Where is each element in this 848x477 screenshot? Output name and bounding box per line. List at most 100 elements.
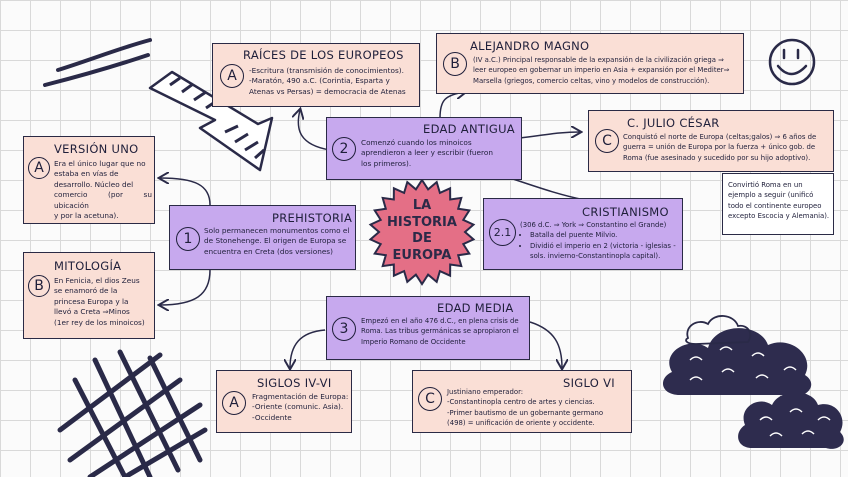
text-line: -Oriente (comunic. Asia). [252, 402, 344, 412]
edad-antigua-text: Comenzó cuando los minoicos aprendieron … [361, 138, 521, 169]
text-line: -Escritura (transmisión de conocimientos… [249, 66, 404, 75]
text-line: y por la acetuna). [54, 211, 119, 221]
cloud-doodle-3 [685, 315, 752, 345]
julio-cesar-text: Conquistó el norte de Europa (celtas;gal… [623, 132, 833, 163]
siglos-iv-vi-text: Fragmentación de Europa: -Oriente (comun… [252, 392, 351, 423]
siglo-vi-box: SIGLO VI C Justiniano emperador: -Consta… [412, 370, 632, 433]
text-line: -Maratón, 490 a.C. (Corintia, Esparta y [249, 76, 390, 86]
text-line: (498) = unificación de oriente y occiden… [447, 419, 595, 428]
arrow-prehistoria-to-version [160, 178, 211, 206]
center-title: LA HISTORIA DE EUROPA [381, 198, 463, 264]
roma-note-box: Convirtió Roma en un ejemplo a seguir (u… [722, 173, 834, 235]
arrow-prehistoria-to-mitologia [160, 269, 211, 305]
edad-antigua-title: EDAD ANTIGUA [423, 122, 515, 136]
siglos-iv-vi-badge: A [222, 391, 246, 415]
text-line: llevó a Creta ⇒Minos [54, 307, 130, 317]
cristianismo-box: CRISTIANISMO 2.1 (306 d.C. ⇒ York ⇒ Cons… [483, 198, 683, 270]
edad-media-title: EDAD MEDIA [437, 301, 514, 315]
text-line: los primeros). [361, 158, 412, 168]
text-line: de Stonehenge. El origen de Europa se [204, 236, 347, 246]
text-line: Imperio Romano de Occidente [361, 337, 466, 346]
version-uno-box: VERSIÓN UNO A Era el único lugar que no … [23, 136, 155, 224]
mitologia-badge: B [28, 275, 50, 297]
julio-cesar-title: C. JULIO CÉSAR [627, 116, 720, 130]
text-line: comercio (por su ubicación [54, 190, 152, 210]
text-line: Atenas vs Persas) = democracia de Atenas [249, 86, 406, 96]
text-line: Convirtió Roma en un [728, 181, 803, 189]
siglos-iv-vi-title: SIGLOS IV-VI [257, 376, 332, 390]
alejandro-badge: B [443, 52, 467, 76]
list-item: Batalla del puente Milvio. [530, 230, 682, 240]
text-line: aprendieron a leer y escribir (fueron [361, 148, 493, 158]
cloud-doodle-1 [662, 328, 812, 396]
line-antigua-to-cristianismo [509, 177, 586, 201]
text-line: (IV a.C.) Principal responsable de la ex… [473, 56, 724, 64]
text-line: Roma. Las tribus germánicas se apropiaro… [361, 327, 519, 336]
siglo-vi-text: Justiniano emperador: -Constantinopla ce… [447, 387, 631, 429]
version-uno-badge: A [28, 157, 50, 179]
edad-antigua-box: EDAD ANTIGUA 2 Comenzó cuando los minoic… [326, 117, 522, 180]
text-line: se enamoró de la [54, 286, 118, 296]
text-line: -Primer bautismo de un gobernante german… [447, 408, 604, 417]
smiley-doodle [768, 38, 816, 86]
text-line: Roma (fue asesinado y sucedido por su hi… [623, 153, 811, 162]
prehistoria-text: Solo permanecen monumentos como el de St… [204, 226, 355, 257]
edad-media-box: EDAD MEDIA 3 Empezó en el año 476 d.C., … [326, 296, 530, 360]
cloud-doodle-2 [738, 392, 844, 449]
arrow-media-to-siglo-vi [529, 321, 562, 368]
center-star-shape [368, 178, 476, 286]
text-line: Justiniano emperador: [447, 388, 524, 396]
list-item: sols. invierno-Constantinopla capital). [530, 252, 661, 261]
julio-cesar-box: C. JULIO CÉSAR C Conquistó el norte de E… [588, 110, 834, 172]
text-line: Comenzó cuando los minoicos [361, 138, 472, 147]
raices-box: RAÍCES DE LOS EUROPEOS A -Escritura (tra… [212, 43, 420, 107]
text-line: Era el único lugar que no [54, 159, 146, 168]
raices-badge: A [220, 64, 244, 88]
edad-media-text: Empezó en el año 476 d.C., en plena cris… [361, 316, 529, 347]
edad-media-badge: 3 [332, 317, 356, 341]
doodle-stroke-2 [43, 53, 150, 87]
prehistoria-badge: 1 [176, 227, 200, 251]
center-title-line: HISTORIA [387, 214, 457, 230]
center-title-line: DE [412, 231, 432, 246]
cristianismo-text: (306 d.C. ⇒ York ⇒ Constantino el Grande… [520, 220, 682, 262]
text-line: estaba en vías de [54, 169, 119, 179]
arrow-antigua-to-cesar [519, 132, 580, 139]
mitologia-title: MITOLOGÍA [54, 259, 122, 273]
prehistoria-title: PREHISTORIA [272, 211, 353, 225]
mitologia-text: En Fenicia, el dios Zeus se enamoró de l… [54, 276, 152, 328]
version-uno-text: Era el único lugar que no estaba en vías… [54, 159, 152, 221]
arrow-antigua-to-alejandro [439, 92, 465, 119]
text-line: todo el continente europeo [728, 201, 822, 210]
text-line: guerra = unión de Europa por la fuerza +… [623, 143, 816, 152]
center-title-line: LA [412, 198, 432, 213]
cristianismo-badge: 2.1 [489, 219, 516, 246]
raices-title: RAÍCES DE LOS EUROPEOS [243, 48, 404, 62]
text-line: leer europeo en gobernar un imperio en A… [473, 66, 730, 75]
siglo-vi-title: SIGLO VI [563, 376, 615, 390]
siglos-iv-vi-box: SIGLOS IV-VI A Fragmentación de Europa: … [216, 370, 352, 433]
text-line: (1er rey de los minoicos) [54, 317, 145, 327]
crosshatch-doodle [57, 349, 208, 477]
alejandro-title: ALEJANDRO MAGNO [470, 39, 590, 53]
mitologia-box: MITOLOGÍA B En Fenicia, el dios Zeus se … [23, 252, 155, 339]
center-title-line: EUROPA [392, 247, 452, 263]
edad-antigua-badge: 2 [332, 137, 356, 161]
text-line: Empezó en el año 476 d.C., en plena cris… [361, 317, 519, 325]
text-line: Conquistó el norte de Europa (celtas;gal… [623, 133, 817, 141]
text-line: princesa Europa y la [54, 296, 129, 306]
julio-cesar-badge: C [595, 129, 619, 153]
cristianismo-bullet-list: Batalla del puente Milvio. Dividió el im… [520, 230, 682, 261]
text-line: ejemplo a seguir (unificó [728, 191, 814, 200]
cristianismo-title: CRISTIANISMO [582, 205, 669, 219]
prehistoria-box: PREHISTORIA 1 Solo permanecen monumentos… [169, 205, 356, 270]
text-line: (306 d.C. ⇒ York ⇒ Constantino el Grande… [520, 221, 667, 229]
text-line: -Occidente [252, 412, 292, 422]
text-line: Fragmentación de Europa: [252, 392, 349, 401]
text-line: desarrollo. Núcleo del [54, 179, 134, 189]
text-line: Solo permanecen monumentos como el [204, 226, 350, 235]
arrow-antigua-to-raices [298, 110, 331, 151]
text-line: -Constantinopla centro de artes y cienci… [447, 398, 595, 407]
text-line: Marsella (griegos, comercio celtas, vino… [473, 76, 710, 85]
